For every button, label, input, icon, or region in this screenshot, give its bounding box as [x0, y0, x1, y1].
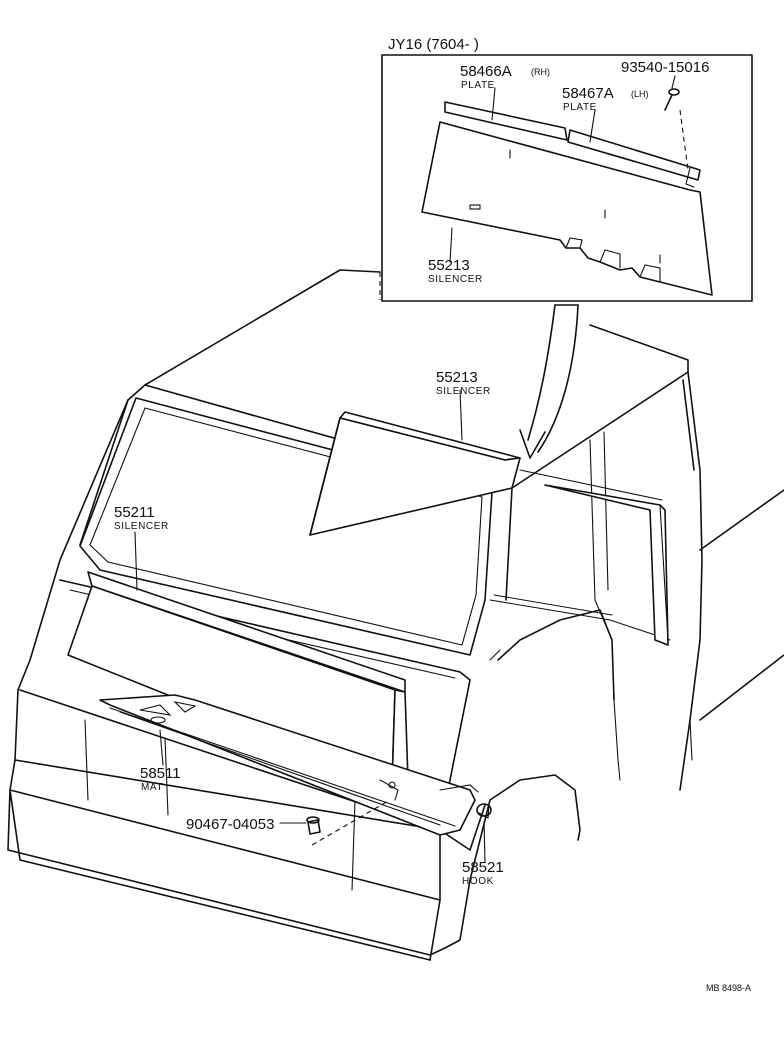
part-number-93540-15016: 93540-15016	[621, 59, 709, 76]
inset-arrow	[519, 304, 579, 459]
part-number-90467-04053: 90467-04053	[186, 816, 274, 833]
part-name-mat: MAT	[141, 782, 163, 793]
part-number-55211: 55211	[114, 504, 155, 521]
plate-lh-shape	[567, 129, 701, 181]
plate-rh-shape	[444, 101, 568, 141]
part-qualifier-lh: (LH)	[631, 89, 649, 99]
leader-58511	[159, 729, 164, 766]
part-qualifier-rh: (RH)	[531, 67, 550, 77]
silencer-55211	[67, 571, 409, 786]
drawing-code: MB 8498-A	[706, 983, 751, 993]
part-name-hook: HOOK	[462, 876, 494, 887]
hook-58521	[476, 803, 492, 819]
clip-90467-04053	[306, 799, 391, 846]
part-number-58521: 58521	[462, 859, 504, 876]
part-number-58467A: 58467A	[562, 85, 614, 102]
leader-55211	[134, 531, 138, 591]
mat-58511	[99, 694, 479, 836]
part-name-silencer-dash: SILENCER	[114, 521, 169, 532]
inset-box	[381, 54, 753, 302]
part-number-55213-inset: 55213	[428, 257, 470, 274]
inset-header: JY16 (7604- )	[388, 36, 479, 53]
part-name-plate-rh: PLATE	[461, 80, 495, 91]
part-number-58466A: 58466A	[460, 63, 512, 80]
leader-55213	[459, 389, 463, 441]
part-number-55213-main: 55213	[436, 369, 478, 386]
silencer-inset-shape	[421, 121, 713, 296]
leader-58521	[483, 821, 486, 863]
part-name-plate-lh: PLATE	[563, 102, 597, 113]
part-number-58511: 58511	[140, 765, 181, 782]
silencer-55213-main	[309, 411, 669, 646]
part-name-silencer-inset: SILENCER	[428, 274, 483, 285]
part-name-silencer-main: SILENCER	[436, 386, 491, 397]
